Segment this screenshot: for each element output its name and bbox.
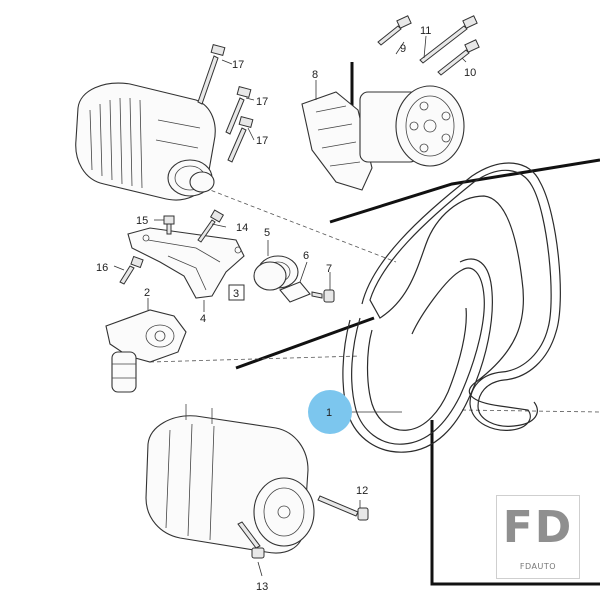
callout-labels: 1 2 3 4 5 6 7 8 9 10 11 12 13 14 15 16 1… [96, 25, 476, 593]
callout-14[interactable]: 14 [236, 222, 248, 234]
logo-text: FD [502, 502, 574, 553]
leader-lines [113, 35, 467, 577]
bolt-11 [419, 15, 478, 64]
bolt-7 [311, 289, 335, 303]
callout-3[interactable]: 3 [233, 288, 239, 300]
callout-17-upper[interactable]: 17 [232, 59, 244, 71]
callout-1-highlight[interactable] [308, 390, 352, 434]
bolt-17-lower [227, 115, 254, 163]
ac-compressor [145, 404, 315, 554]
callout-5[interactable]: 5 [264, 227, 270, 239]
bolt-17-middle [225, 85, 252, 135]
bolt-10 [437, 39, 480, 76]
callout-17-lower[interactable]: 17 [256, 135, 268, 147]
poly-v-drive-belt [342, 162, 561, 453]
callout-13[interactable]: 13 [256, 581, 268, 593]
callout-11[interactable]: 11 [420, 25, 431, 37]
callout-8[interactable]: 8 [312, 69, 318, 81]
fdauto-watermark-logo: FD FDAUTO [496, 495, 580, 579]
bolt-15 [163, 215, 175, 235]
callout-12[interactable]: 12 [356, 485, 368, 497]
callout-1[interactable]: 1 [326, 407, 332, 419]
pulley-cap [279, 281, 311, 303]
bolt-9 [377, 15, 412, 46]
callout-10[interactable]: 10 [464, 67, 476, 79]
bolt-14 [197, 209, 225, 243]
callout-3-box [228, 284, 245, 301]
alternator-bolts [197, 43, 254, 163]
tensioner-bracket [127, 227, 245, 299]
callout-2[interactable]: 2 [144, 287, 150, 299]
pump-bolts [377, 15, 480, 76]
bolt-13 [237, 521, 265, 559]
power-steering-pump [301, 85, 465, 191]
callout-9[interactable]: 9 [400, 43, 406, 55]
bolt-17-upper [197, 43, 226, 105]
bolt-16 [119, 255, 144, 285]
belt-tensioner-damper [105, 309, 187, 393]
alternator [75, 82, 216, 201]
callout-7[interactable]: 7 [326, 263, 332, 275]
idler-pulley [253, 255, 299, 291]
callout-4[interactable]: 4 [200, 313, 206, 325]
callout-17-middle[interactable]: 17 [256, 96, 268, 108]
logo-subtext: FDAUTO [519, 562, 557, 571]
callout-16[interactable]: 16 [96, 262, 108, 274]
callout-6[interactable]: 6 [303, 250, 309, 262]
bolt-12 [317, 495, 369, 521]
callout-15[interactable]: 15 [136, 215, 148, 227]
